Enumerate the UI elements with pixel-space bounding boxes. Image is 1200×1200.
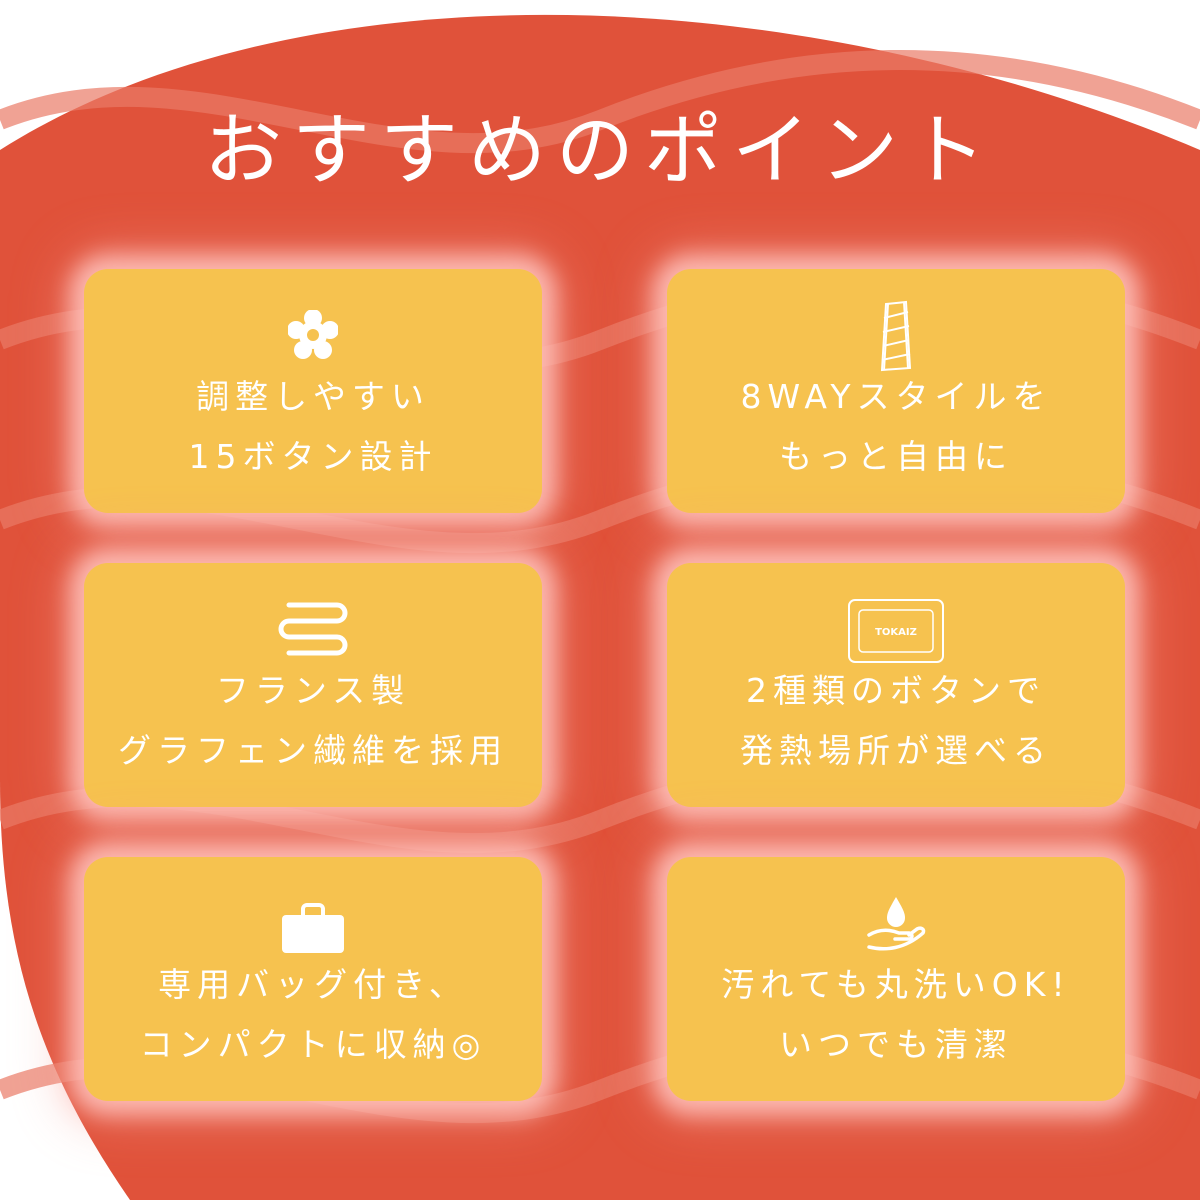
feature-subtitle: 発熱場所が選べる [740,731,1052,770]
feature-card-washable: 汚れても丸洗いOK! いつでも清潔 [667,857,1125,1101]
flower-icon [84,303,542,367]
bag-icon [84,897,542,961]
page-title: おすすめのポイント [203,106,996,196]
feature-title: 汚れても丸洗いOK! [721,965,1071,1004]
feature-title: フランス製 [215,671,411,710]
feature-subtitle: もっと自由に [779,437,1013,476]
washing-hand-icon [667,891,1125,955]
feature-card-bag: 専用バッグ付き、 コンパクトに収納◎ [84,857,542,1101]
feature-card-controller: TOKAIZ 2種類のボタンで 発熱場所が選べる [667,563,1125,807]
feature-card-8way: 8WAYスタイルを もっと自由に [667,269,1125,513]
feature-subtitle: いつでも清潔 [779,1025,1013,1064]
wavy-lines-icon [84,597,542,661]
feature-title: 2種類のボタンで [746,671,1046,710]
feature-subtitle: コンパクトに収納◎ [139,1025,487,1064]
feature-title: 調整しやすい [196,377,430,416]
feature-card-buttons: 調整しやすい 15ボタン設計 [84,269,542,513]
feature-title: 専用バッグ付き、 [158,965,468,1004]
feature-card-graphene: フランス製 グラフェン繊維を採用 [84,563,542,807]
controller-icon: TOKAIZ [667,593,1125,669]
feature-subtitle: 15ボタン設計 [188,437,438,476]
rolled-blanket-icon [667,297,1125,373]
feature-subtitle: グラフェン繊維を採用 [118,731,508,770]
feature-title: 8WAYスタイルを [740,377,1052,416]
controller-brand-label: TOKAIZ [875,627,917,638]
